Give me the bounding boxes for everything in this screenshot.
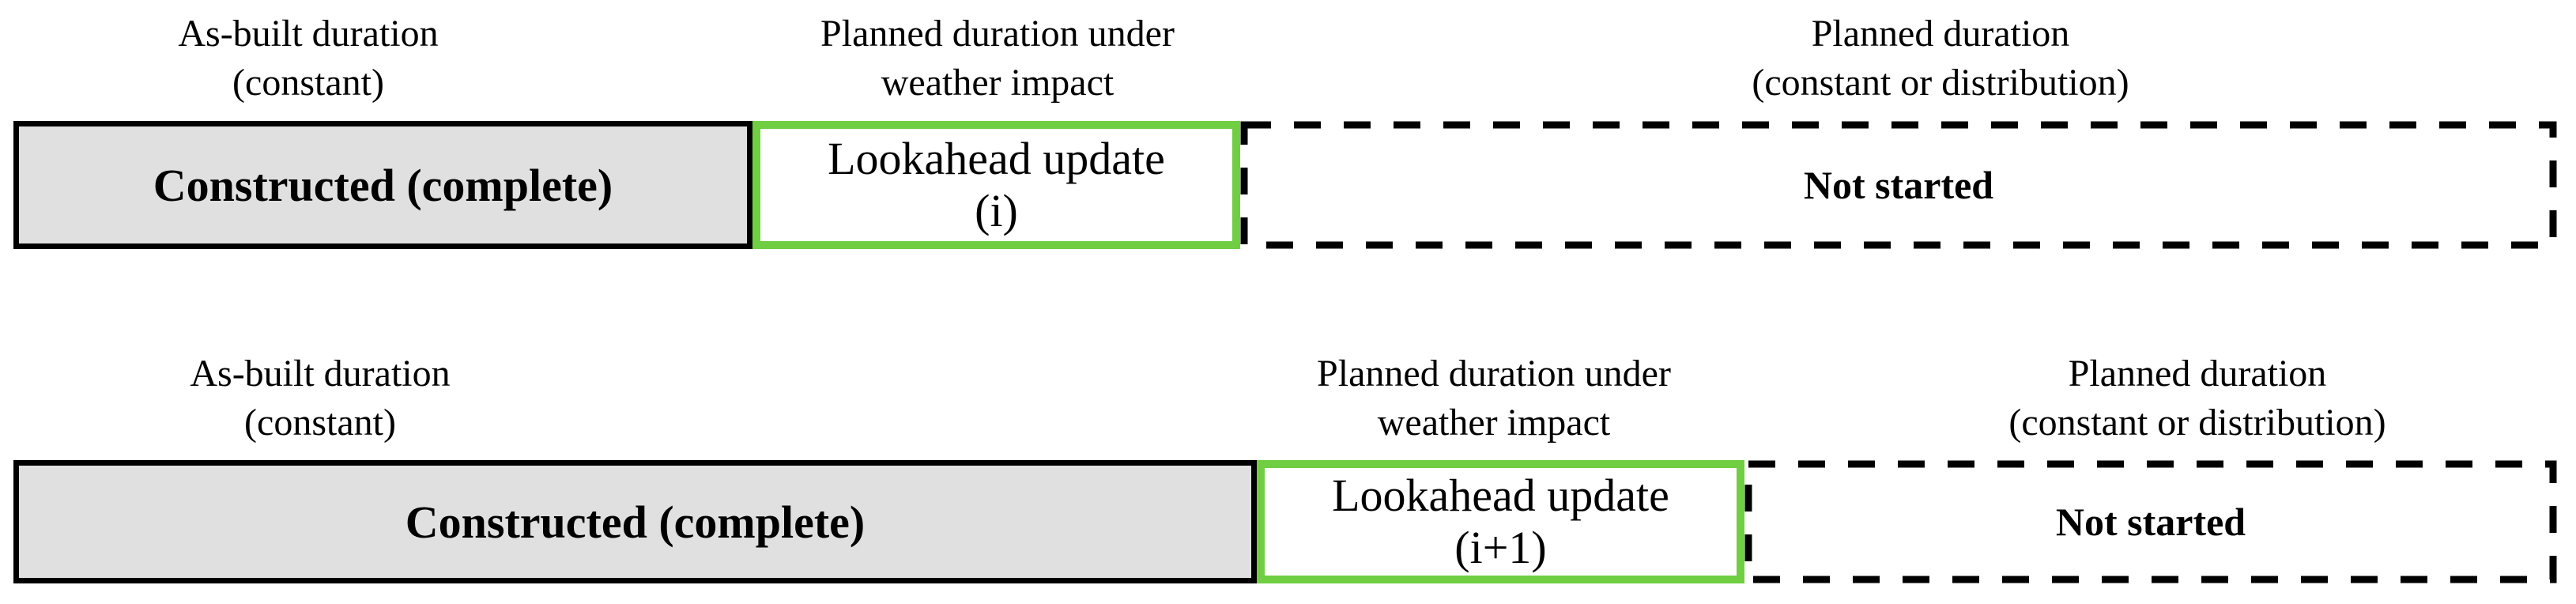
lookahead-bar-line: Lookahead update (1332, 470, 1669, 521)
label-line: As-built duration (190, 353, 451, 394)
constructed-bar-row1: Constructed (complete) (13, 121, 752, 249)
as-built-duration-label-row2: As-built duration (constant) (83, 349, 557, 447)
label-line: As-built duration (178, 13, 439, 55)
label-line: Planned duration (1811, 13, 2070, 55)
planned-weather-label-row1: Planned duration under weather impact (721, 9, 1274, 108)
label-line: Planned duration (2068, 353, 2327, 394)
label-line: (constant or distribution) (2008, 402, 2386, 444)
not-started-bar-text: Not started (2055, 500, 2246, 544)
label-line: Planned duration under (1317, 353, 1671, 394)
lookahead-update-bar-row1: Lookahead update (i) (752, 121, 1240, 249)
constructed-bar-row2: Constructed (complete) (13, 460, 1257, 583)
label-line: (constant) (244, 402, 396, 444)
planned-weather-label-row2: Planned duration under weather impact (1217, 349, 1771, 447)
label-line: Planned duration under (820, 13, 1175, 55)
label-line: weather impact (1377, 402, 1611, 444)
constructed-bar-text: Constructed (complete) (153, 159, 613, 211)
lookahead-update-bar-row2: Lookahead update (i+1) (1257, 460, 1744, 583)
lookahead-bar-line: Lookahead update (828, 133, 1165, 184)
not-started-bar-text: Not started (1803, 163, 1994, 207)
planned-duration-label-row1: Planned duration (constant or distributi… (1565, 9, 2316, 108)
lookahead-bar-line: (i) (975, 185, 1018, 236)
planned-duration-label-row2: Planned duration (constant or distributi… (1822, 349, 2573, 447)
not-started-bar-row2: Not started (1744, 460, 2557, 583)
as-built-duration-label-row1: As-built duration (constant) (71, 9, 545, 108)
not-started-bar-row1: Not started (1240, 121, 2557, 249)
lookahead-bar-line: (i+1) (1454, 522, 1547, 573)
label-line: (constant) (232, 62, 384, 104)
label-line: weather impact (881, 62, 1115, 104)
constructed-bar-text: Constructed (complete) (405, 496, 866, 548)
label-line: (constant or distribution) (1752, 62, 2129, 104)
